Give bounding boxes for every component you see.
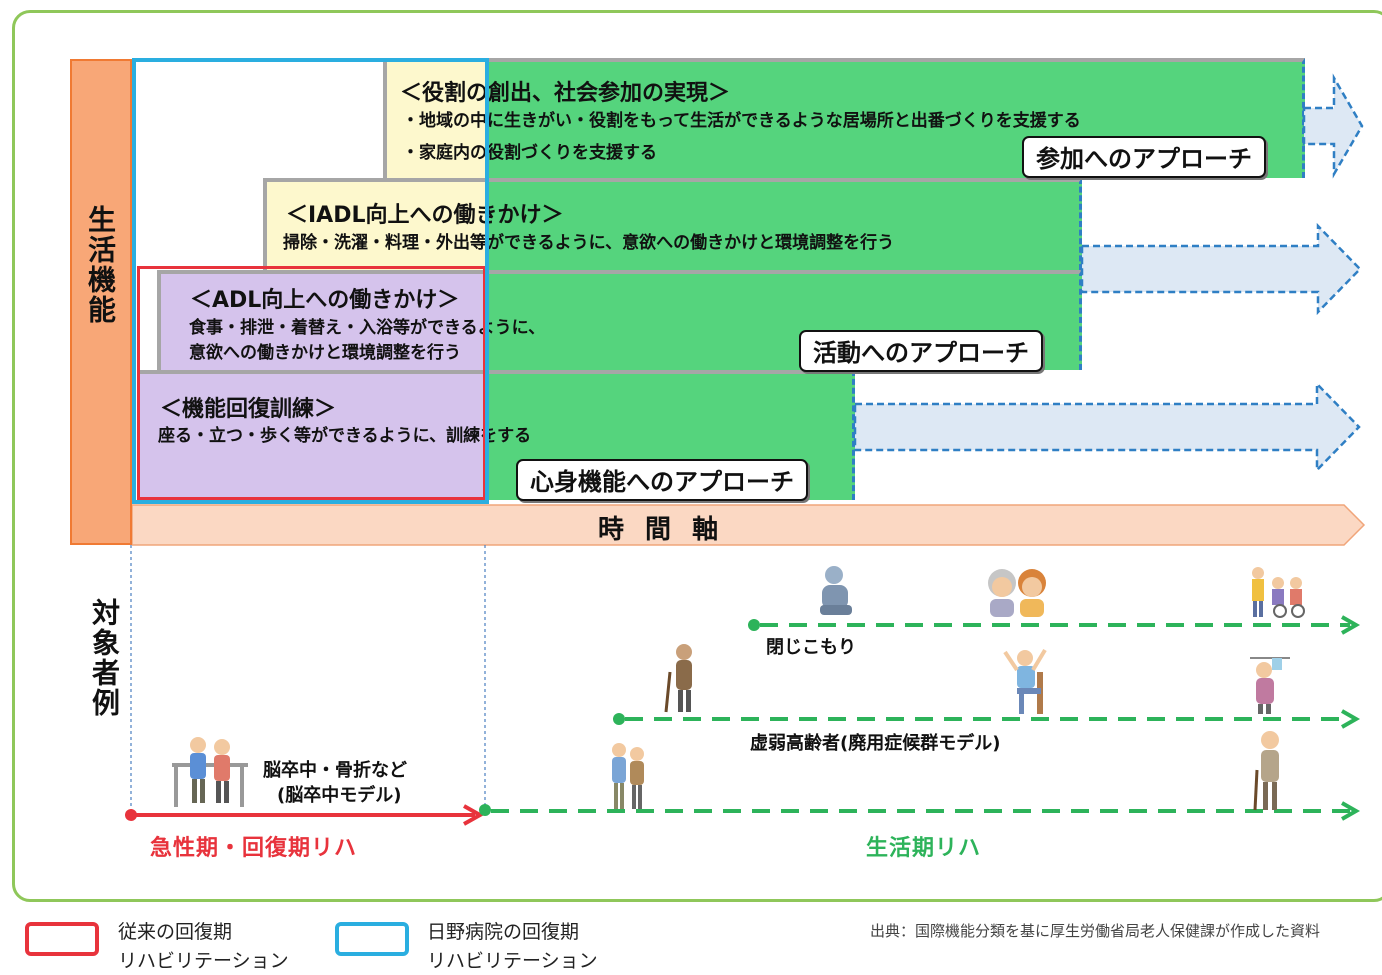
iadl-line-1: 掃除・洗濯・料理・外出等ができるように、意欲への働きかけと環境調整を行う <box>283 233 895 253</box>
stroke-example-label-1: 脳卒中・骨折など <box>263 760 407 781</box>
function-tier-purple <box>137 370 487 500</box>
iadl-title: ＜IADL向上への働きかけ＞ <box>286 203 564 228</box>
elderly-cane-illustration <box>664 644 692 713</box>
body-continuation-arrow <box>853 380 1361 474</box>
stroke-example-label-2: (脳卒中モデル) <box>277 785 402 806</box>
seated-exercise-illustration <box>1003 648 1047 714</box>
target-examples-label: 対象者例 <box>88 598 121 718</box>
withdrawn-person-illustration <box>820 566 852 615</box>
source-note: 出典：国際機能分類を基に厚生労働省局老人保健課が作成した資料 <box>870 922 1321 940</box>
assisted-walking-illustration <box>612 743 644 809</box>
activity-approach-label: 活動へのアプローチ <box>799 330 1043 372</box>
iadl-tier-cream <box>263 178 487 270</box>
legend-hino-line-1: 日野病院の回復期 <box>427 921 580 943</box>
legend-conventional-swatch <box>25 922 99 956</box>
participation-approach-label: 参加へのアプローチ <box>1022 136 1266 178</box>
function-title: ＜機能回復訓練＞ <box>160 397 337 422</box>
elderly-man-cane-illustration <box>1253 731 1279 811</box>
legend-hino-line-2: リハビリテーション <box>427 950 598 972</box>
phase-guide-lines <box>130 545 486 813</box>
participation-line-2: ・家庭内の役割づくりを支援する <box>402 143 657 163</box>
participation-continuation-arrow <box>1302 73 1364 179</box>
participation-line-1: ・地域の中に生きがい・役割をもって生活ができるような居場所と出番づくりを支援する <box>402 111 1081 131</box>
conventional-rehab-outline <box>137 266 486 500</box>
participation-tier-cream <box>383 58 487 178</box>
frail-elderly-example-label: 虚弱高齢者(廃用症候群モデル) <box>750 733 1001 754</box>
hanging-laundry-illustration <box>1250 657 1290 714</box>
adl-line-1: 食事・排泄・着替え・入浴等ができるように、 <box>189 318 546 338</box>
participation-title: ＜役割の創出、社会参加の実現＞ <box>400 81 731 106</box>
living-phase-label: 生活期リハ <box>866 836 982 861</box>
body-approach-label: 心身機能へのアプローチ <box>516 459 808 501</box>
adl-title: ＜ADL向上への働きかけ＞ <box>190 288 460 313</box>
iadl-tier-green <box>487 178 1082 270</box>
rehab-walking-bars-illustration <box>172 737 248 807</box>
withdrawal-example-label: 閉じこもり <box>766 637 856 658</box>
legend-conventional-line-1: 従来の回復期 <box>118 921 233 943</box>
community-group-illustration <box>1252 567 1305 618</box>
elderly-couple-illustration <box>988 569 1046 617</box>
hino-rehab-outline <box>132 58 489 504</box>
acute-recovery-phase-label: 急性期・回復期リハ <box>150 836 358 861</box>
legend-conventional-line-2: リハビリテーション <box>118 950 289 972</box>
adl-tier-purple <box>157 270 487 370</box>
legend-hino-swatch <box>335 922 409 956</box>
life-function-axis <box>70 59 132 545</box>
adl-line-2: 意欲への働きかけと環境調整を行う <box>189 343 461 363</box>
time-axis-arrow <box>132 504 1366 546</box>
example-timelines <box>125 615 1361 826</box>
time-axis-label: 時 間 軸 <box>598 515 725 545</box>
life-function-label: 生活機能 <box>84 205 117 325</box>
function-line-1: 座る・立つ・歩く等ができるように、訓練をする <box>158 426 532 446</box>
activity-continuation-arrow <box>1080 222 1362 316</box>
